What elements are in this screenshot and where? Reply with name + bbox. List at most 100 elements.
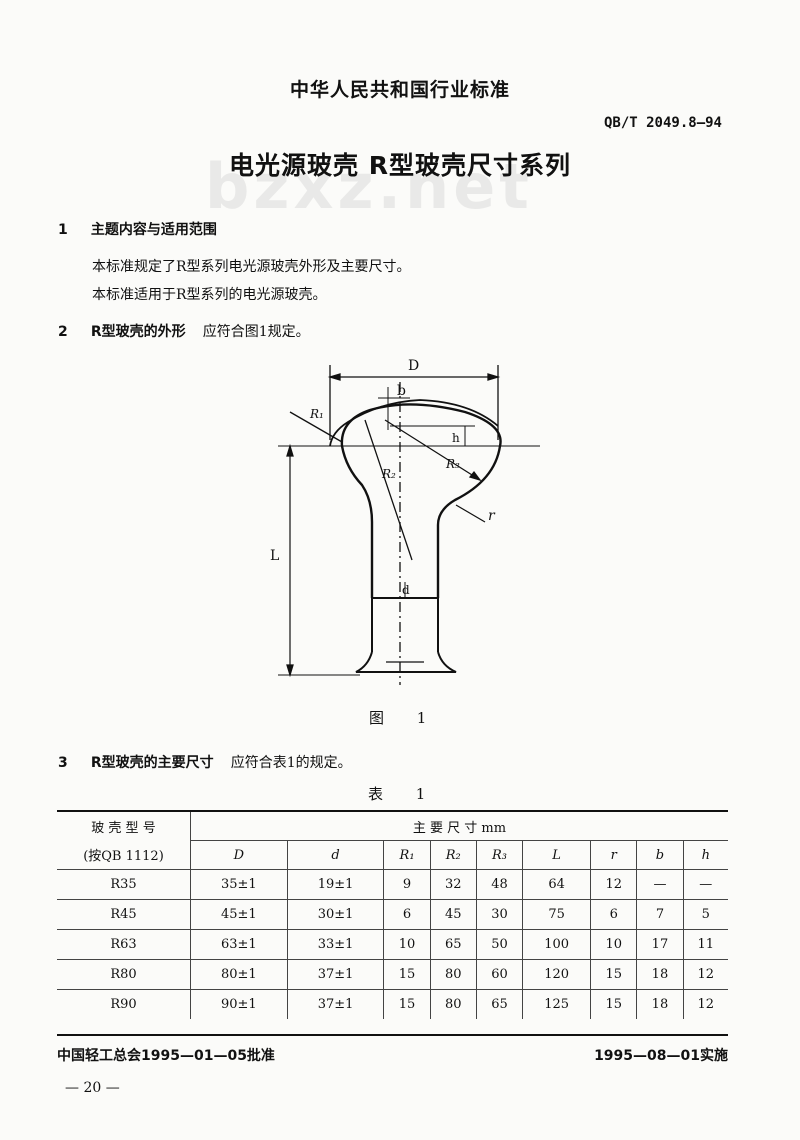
table-cell: 32 [430, 869, 477, 900]
table-cell: 10 [383, 929, 431, 960]
table-cell: 45 [430, 899, 477, 930]
model-cell: R63 [57, 929, 191, 960]
section-number: 2 [58, 324, 68, 340]
model-cell: R90 [57, 989, 191, 1019]
table-cell: 17 [636, 929, 684, 960]
table-row: R35 35±1 19±1 9 32 48 64 12 — — [57, 869, 728, 900]
dimensions-table: 玻 壳 型 号 主 要 尺 寸 mm (按QB 1112) D d R₁ R₂ … [57, 810, 728, 1019]
table-cell: 12 [697, 967, 715, 982]
section-text: 应符合表1的规定。 [230, 755, 352, 771]
page-number: — 20 — [65, 1080, 120, 1096]
table-cell: 18 [636, 959, 684, 990]
table-cell: 9 [383, 869, 431, 900]
section-number: 1 [58, 222, 68, 238]
bulb-drawing: D b h R₁ R₂ R₃ r L d [270, 358, 540, 685]
label-small-d: d [402, 583, 410, 597]
column-header: R₃ [476, 840, 524, 870]
section-text: 应符合图1规定。 [202, 324, 310, 340]
table-cell: 12 [590, 869, 638, 900]
section-3-heading: 3 R型玻壳的主要尺寸 应符合表1的规定。 [58, 752, 352, 772]
table-cell: — [636, 869, 684, 900]
column-header: r [590, 840, 638, 870]
table-cell: 37±1 [287, 989, 385, 1019]
table-row: R45 45±1 30±1 6 45 30 75 6 7 5 [57, 899, 728, 930]
standard-number: QB/T 2049.8—94 [603, 115, 722, 131]
flare [355, 651, 457, 673]
table-cell: 5 [701, 907, 710, 922]
group-header: 主 要 尺 寸 mm [190, 811, 728, 841]
table-cell: 45±1 [190, 899, 288, 930]
model-header: 玻 壳 型 号 [57, 811, 191, 841]
label-h: h [452, 431, 460, 445]
model-header-ref: (按QB 1112) [57, 840, 191, 870]
section-title: R型玻壳的外形 [90, 324, 186, 340]
bulb-outline-right [340, 403, 502, 598]
section-1-heading: 1 主题内容与适用范围 [58, 219, 217, 239]
table-cell: 15 [590, 959, 638, 990]
section-title: 主题内容与适用范围 [90, 222, 217, 238]
table-row: R80 80±1 37±1 15 80 60 120 15 18 12 [57, 959, 728, 990]
table-cell: 120 [522, 959, 592, 990]
model-cell: R80 [57, 959, 191, 990]
arrow [487, 373, 501, 381]
table-cell: 33±1 [287, 929, 385, 960]
table-cell: 12 [697, 997, 715, 1012]
table-cell: 15 [383, 959, 431, 990]
table-cell: 18 [636, 989, 684, 1019]
label-r3: R₃ [445, 457, 460, 471]
bulb-outline-left [340, 445, 374, 598]
table-cell: 80 [430, 959, 477, 990]
table-header-row: 玻 壳 型 号 主 要 尺 寸 mm [57, 811, 728, 841]
footer-divider [57, 1034, 728, 1036]
table-cell: 11 [697, 937, 715, 952]
table-cell: 90±1 [190, 989, 288, 1019]
table-row: R63 63±1 33±1 10 65 50 100 10 17 11 [57, 929, 728, 960]
section-2-heading: 2 R型玻壳的外形 应符合图1规定。 [58, 321, 310, 341]
table-cell: 80±1 [190, 959, 288, 990]
section-1-paragraph-1: 本标准规定了R型系列电光源玻壳外形及主要尺寸。 [92, 259, 411, 275]
table-cell: 100 [522, 929, 592, 960]
table-row: R90 90±1 37±1 15 80 65 125 15 18 12 [57, 989, 728, 1019]
r-leader [455, 504, 486, 523]
table-cell: 35±1 [190, 869, 288, 900]
column-header: h [701, 847, 710, 863]
column-header: d [287, 840, 385, 870]
table-cell: 64 [522, 869, 592, 900]
table-cell: 63±1 [190, 929, 288, 960]
table-cell: 80 [430, 989, 477, 1019]
implementation-date: 1995—08—01实施 [594, 1048, 728, 1064]
table-caption: 表 1 [368, 785, 440, 803]
column-header: b [636, 840, 684, 870]
standard-category: 中华人民共和国行业标准 [289, 79, 510, 101]
table-cell: 65 [476, 989, 524, 1019]
label-r1: R₁ [309, 407, 324, 421]
table-cell: 7 [636, 899, 684, 930]
table-cell: 125 [522, 989, 592, 1019]
section-1-paragraph-2: 本标准适用于R型系列的电光源玻壳。 [92, 287, 327, 303]
table-cell: 19±1 [287, 869, 385, 900]
r2-line [364, 419, 413, 561]
section-number: 3 [58, 755, 68, 771]
label-d: D [408, 358, 419, 374]
approval-note: 中国轻工总会1995—01—05批准 [57, 1048, 275, 1064]
table-cell: 75 [522, 899, 592, 930]
table-cell: — [699, 877, 713, 892]
table-cell: 6 [590, 899, 638, 930]
r3-line [384, 419, 481, 481]
arrow [327, 373, 341, 381]
arrow [286, 664, 294, 678]
label-l: L [270, 548, 279, 564]
r1-leader [289, 411, 343, 443]
label-r: r [488, 508, 496, 524]
document-title: 电光源玻壳 R型玻壳尺寸系列 [229, 151, 571, 180]
table-cell: 30±1 [287, 899, 385, 930]
table-cell: 15 [590, 989, 638, 1019]
arrow [468, 470, 482, 482]
table-cell: 65 [430, 929, 477, 960]
column-header: D [190, 840, 288, 870]
watermark: bzxz.net [205, 150, 533, 223]
table-cell: 50 [476, 929, 524, 960]
arrow [286, 443, 294, 457]
table-cell: 37±1 [287, 959, 385, 990]
section-title: R型玻壳的主要尺寸 [90, 755, 214, 771]
